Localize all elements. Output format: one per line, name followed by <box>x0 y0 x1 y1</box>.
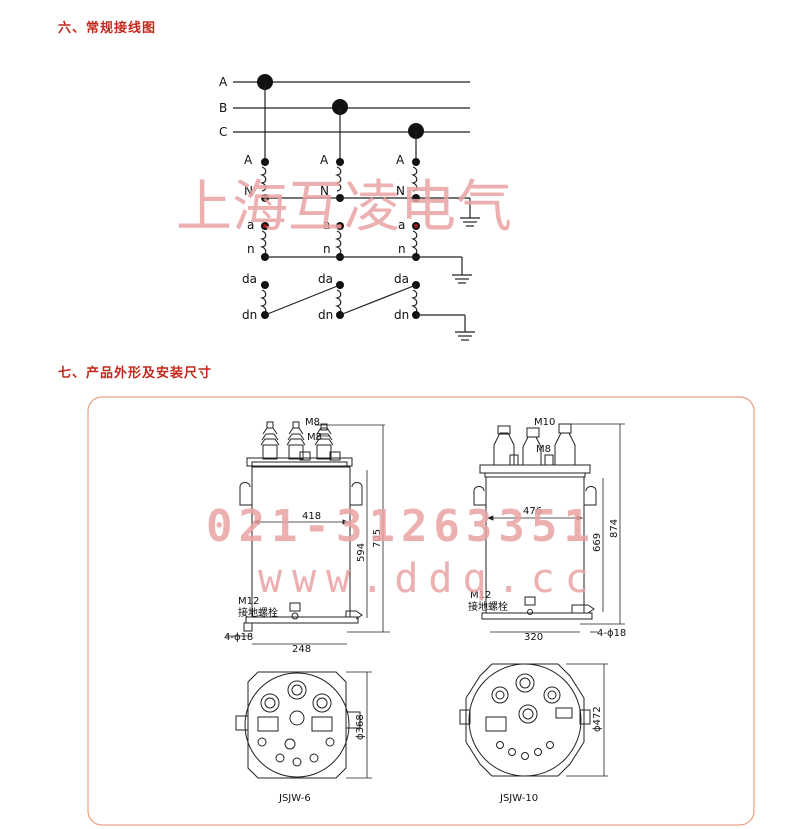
jsjw10-height-669-label: 669 <box>592 533 603 552</box>
jsjw10-width-label: 476 <box>523 506 542 517</box>
jsjw10-diameter-label: ϕ472 <box>592 706 603 732</box>
jsjw10-holes-label: 4-ϕ18 <box>597 628 626 639</box>
secondary-bottom-label: n <box>398 242 406 256</box>
secondary-bottom-label: n <box>323 242 331 256</box>
jsjw10-base-label: 320 <box>524 632 543 643</box>
watermark-company: 上海互凌电气 <box>176 175 512 240</box>
bus-label-a: A <box>219 75 228 89</box>
transformer-phase-2: A N a n da dn <box>318 153 344 322</box>
bus-label-b: B <box>219 101 227 115</box>
residual-top-label: da <box>242 272 257 286</box>
wiring-diagram: A B C A N a n da dn <box>219 74 480 341</box>
jsjw6-top-view <box>235 671 361 779</box>
secondary-top-label: a <box>398 218 405 232</box>
secondary-top-label: a <box>247 218 254 232</box>
jsjw10-ground-bolt-label: 接地螺栓 <box>468 600 508 613</box>
bus-label-c: C <box>219 125 227 139</box>
jsjw6-m8-mid-label: M8 <box>307 432 322 443</box>
primary-top-label: A <box>244 153 253 167</box>
transformer-phase-3: A N a n da dn <box>394 153 420 322</box>
jsjw10-m8-label: M8 <box>536 444 551 455</box>
watermark-website: www.ddq.cc <box>258 556 599 602</box>
jsjw6-m12-label: M12 <box>238 596 259 607</box>
primary-bottom-label: N <box>396 184 405 198</box>
jsjw6-dimension-lines <box>226 424 390 645</box>
jsjw6-base-label: 248 <box>292 644 311 655</box>
jsjw10-dimension-lines <box>486 423 625 633</box>
jsjw6-ground-bolt-label: 接地螺栓 <box>238 606 278 619</box>
jsjw6-holes-label: 4-ϕ18 <box>224 632 253 643</box>
ground-symbol-2-icon <box>452 274 472 284</box>
residual-bottom-label: dn <box>394 308 409 322</box>
jsjw10-m12-label: M12 <box>470 590 491 601</box>
jsjw10-side-view <box>473 423 597 620</box>
open-delta-link-2 <box>339 284 417 316</box>
wiring-section-title: 六、常规接线图 <box>58 21 157 36</box>
primary-bottom-label: N <box>244 184 253 198</box>
jsjw6-diameter-label: ϕ368 <box>355 714 366 740</box>
residual-bottom-label: dn <box>318 308 333 322</box>
secondary-top-label: a <box>323 218 330 232</box>
residual-bottom-label: dn <box>242 308 257 322</box>
jsjw10-top-view <box>459 663 591 777</box>
ground-symbol-1-icon <box>460 217 480 227</box>
jsjw6-height-705-label: 705 <box>372 529 383 548</box>
primary-top-label: A <box>396 153 405 167</box>
primary-bottom-label: N <box>320 184 329 198</box>
jsjw6-caption: JSJW-6 <box>278 793 311 804</box>
jsjw10-caption: JSJW-10 <box>499 793 538 804</box>
residual-top-label: da <box>394 272 409 286</box>
watermark-phone: 021-31263351 <box>206 501 596 552</box>
dimensions-frame <box>87 396 755 826</box>
dimensions-section-title: 七、产品外形及安装尺寸 <box>58 366 213 381</box>
primary-top-label: A <box>320 153 329 167</box>
secondary-bottom-label: n <box>247 242 255 256</box>
ground-symbol-3-icon <box>455 331 475 341</box>
open-delta-link-1 <box>264 284 341 316</box>
jsjw6-height-594-label: 594 <box>356 543 367 562</box>
jsjw6-width-label: 418 <box>302 511 321 522</box>
jsjw10-height-874-label: 874 <box>609 519 620 538</box>
jsjw6-side-view <box>239 421 363 632</box>
residual-top-label: da <box>318 272 333 286</box>
jsjw10-m10-label: M10 <box>534 417 555 428</box>
jsjw6-m8-top-label: M8 <box>305 417 320 428</box>
